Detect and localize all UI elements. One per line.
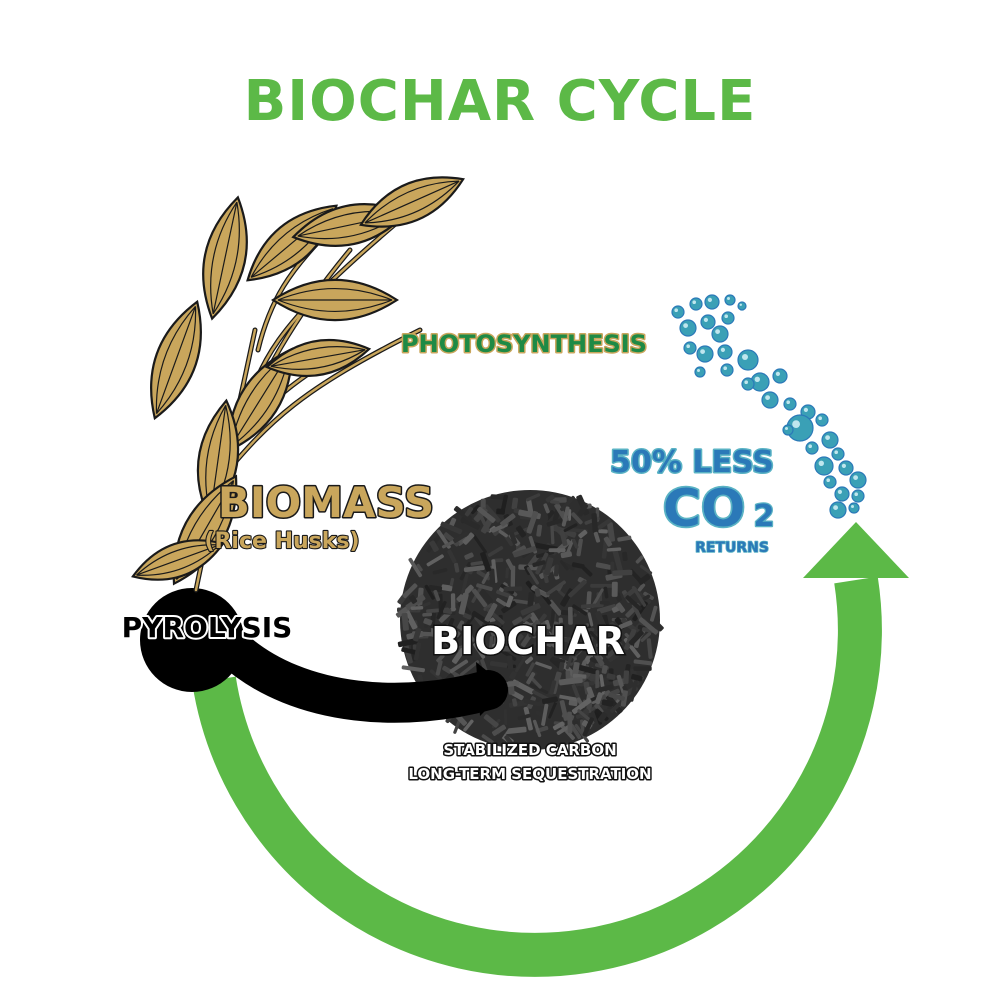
rice-grain xyxy=(202,195,248,321)
rice-grain xyxy=(150,299,202,421)
page-title: BIOCHAR CYCLE xyxy=(244,69,757,134)
biomass-sublabel: (Rice Husks) xyxy=(204,529,359,554)
photosynthesis-label: PHOTOSYNTHESIS xyxy=(401,330,647,358)
biochar-label: BIOCHAR xyxy=(431,619,625,663)
co2-returns-label: RETURNS xyxy=(695,540,769,556)
rice-grain xyxy=(359,176,465,228)
biomass-label: BIOMASS xyxy=(218,478,434,527)
pyrolysis-node xyxy=(140,588,244,692)
cycle-arrow xyxy=(192,522,909,977)
rice-grain xyxy=(264,338,372,378)
stabilized-carbon-text: STABILIZED CARBON xyxy=(443,741,616,759)
co2-bubbles-icon xyxy=(671,294,867,519)
rice-grain xyxy=(270,278,400,322)
co2-formula: CO xyxy=(663,479,745,539)
pyrolysis-label: PYROLYSIS xyxy=(122,611,293,644)
rice-grain xyxy=(131,539,225,581)
rice-plant-icon xyxy=(131,176,465,593)
co2-percent-label: 50% LESS xyxy=(610,445,774,480)
co2-subscript: 2 xyxy=(754,499,775,534)
pyrolysis-arrow xyxy=(212,628,508,723)
sequestration-text: LONG-TERM SEQUESTRATION xyxy=(408,765,651,783)
